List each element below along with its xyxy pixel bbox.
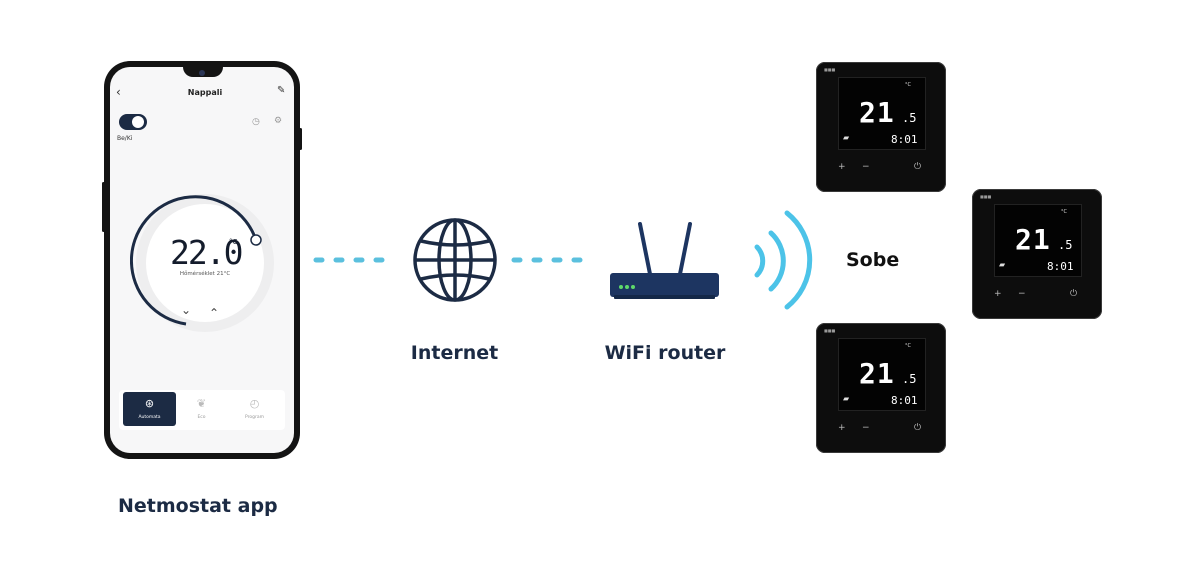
router-led-icon [619,285,623,289]
dial-progress-arc [130,195,258,326]
thermostat-temperature-fraction: .5 [1058,238,1073,252]
thermostat-display: 21 .5 °C 8:01 ▰ [838,338,926,411]
rooms-caption: Sobe [846,249,900,271]
increase-temperature-icon[interactable]: ⌃ [209,306,220,320]
app-caption: Netmostat app [118,495,278,517]
temperature-dial[interactable] [130,188,280,338]
fan-icon: ⊛ [144,397,155,410]
dotted-connector-internet-router [511,257,597,263]
clock-icon[interactable]: ◷ [252,117,260,127]
leaf-icon: ❦ [196,397,207,410]
dial-track [136,194,274,332]
router-base [614,295,715,299]
set-temperature-value: 22.0 [170,233,243,272]
tab-label-eco: Eco [197,415,206,420]
phone-side-button [102,182,105,232]
heating-icon: ▰ [999,260,1006,269]
thermostat-power-button[interactable]: ⏻ [914,162,922,172]
thermostat-unit: °C [1061,209,1067,215]
thermostat-power-button[interactable]: ⏻ [1070,289,1078,299]
thermostat-plus-button[interactable]: + [838,162,846,172]
room-thermostat: ■■■ 21 .5 °C 8:01 ▰ + − ⏻ [816,323,946,453]
dotted-connector-phone-internet [313,257,399,263]
schedule-icon: ◴ [249,397,260,410]
thermostat-clock: 8:01 [1047,260,1074,273]
thermostat-plus-button[interactable]: + [838,423,846,433]
toggle-label: Be/Ki [117,135,133,142]
heating-icon: ▰ [843,394,850,403]
thermostat-temperature-fraction: .5 [902,372,917,386]
thermostat-brand: ■■■ [824,67,836,72]
decrease-temperature-icon[interactable]: ⌄ [181,303,192,317]
thermostat-minus-button[interactable]: − [862,162,870,172]
thermostat-temperature: 21 [859,357,895,390]
thermostat-temperature-fraction: .5 [902,111,917,125]
toggle-knob [132,116,144,128]
heating-icon: ▰ [843,133,850,142]
settings-icon[interactable]: ⚙ [274,116,283,126]
phone-volume-button [299,128,302,150]
measured-temperature: Hőmérséklet 21°C [179,271,231,277]
thermostat-plus-button[interactable]: + [994,289,1002,299]
thermostat-brand: ■■■ [980,194,992,199]
thermostat-display: 21 .5 °C 8:01 ▰ [994,204,1082,277]
thermostat-display: 21 .5 °C 8:01 ▰ [838,77,926,150]
edit-icon[interactable]: ✎ [277,85,286,96]
thermostat-minus-button[interactable]: − [862,423,870,433]
front-camera-icon [199,70,205,76]
room-title: Nappali [187,88,223,97]
router-led-icon [631,285,635,289]
thermostat-temperature: 21 [859,96,895,129]
thermostat-minus-button[interactable]: − [1018,289,1026,299]
router-antennas-icon [638,222,692,276]
wifi-signal-icon [754,210,813,310]
temperature-unit: °C [229,238,238,246]
dial-handle[interactable] [250,234,262,246]
router-caption: WiFi router [604,342,726,364]
thermostat-power-button[interactable]: ⏻ [914,423,922,433]
internet-caption: Internet [410,342,499,364]
back-icon[interactable]: ‹ [116,85,121,99]
tab-automata[interactable] [123,392,176,426]
thermostat-brand: ■■■ [824,328,836,333]
thermostat-unit: °C [905,82,911,88]
tab-label-program: Program [245,415,264,420]
thermostat-temperature: 21 [1015,223,1051,256]
globe-icon [413,218,497,302]
room-thermostat: ■■■ 21 .5 °C 8:01 ▰ + − ⏻ [816,62,946,192]
tab-label-automata: Automata [138,415,161,420]
thermostat-clock: 8:01 [891,133,918,146]
thermostat-unit: °C [905,343,911,349]
router-led-icon [625,285,629,289]
room-thermostat: ■■■ 21 .5 °C 8:01 ▰ + − ⏻ [972,189,1102,319]
thermostat-clock: 8:01 [891,394,918,407]
